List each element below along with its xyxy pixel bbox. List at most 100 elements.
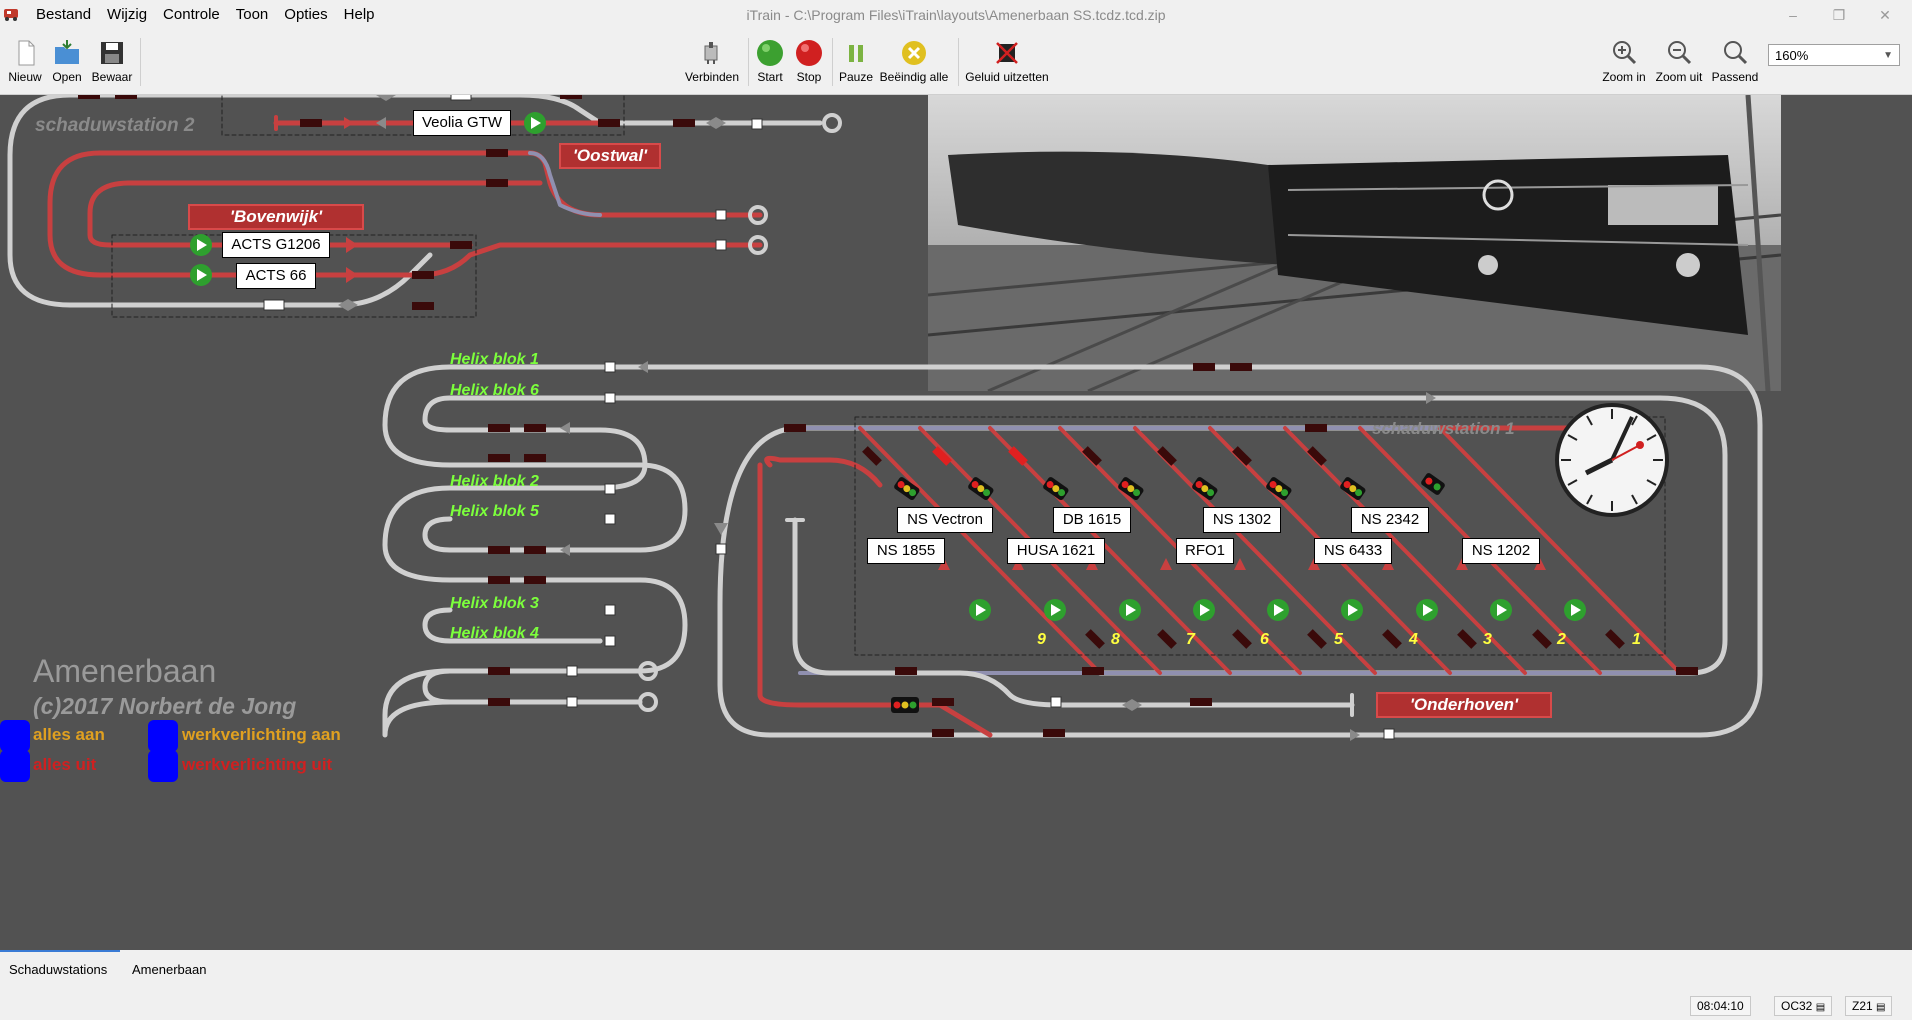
train-acts-66[interactable]: ACTS 66 <box>236 263 316 289</box>
menu-toon[interactable]: Toon <box>235 6 269 23</box>
train-ns-vectron[interactable]: NS Vectron <box>897 507 993 533</box>
train-ns-1202[interactable]: NS 1202 <box>1462 538 1540 564</box>
train-acts-g1206[interactable]: ACTS G1206 <box>222 232 330 258</box>
all-on-button[interactable] <box>0 720 30 752</box>
menu-help[interactable]: Help <box>343 6 375 23</box>
status-bar: 08:04:10 OC32 ▤ Z21 ▤ <box>0 990 1912 1020</box>
track-outer-loop-s2 <box>7 95 433 308</box>
train-husa-1621[interactable]: HUSA 1621 <box>1007 538 1105 564</box>
train-ns-1302[interactable]: NS 1302 <box>1203 507 1281 533</box>
status-oc32[interactable]: OC32 ▤ <box>1774 996 1833 1016</box>
end-all-button[interactable]: Beëindig alle <box>878 38 950 84</box>
new-label: Nieuw <box>8 70 42 84</box>
menu-wijzig[interactable]: Wijzig <box>107 6 148 23</box>
zoom-out-label: Zoom uit <box>1655 70 1703 84</box>
maximize-button[interactable]: ❐ <box>1832 7 1846 23</box>
track-s1-entry <box>764 455 883 488</box>
toolbar: Nieuw Open Bewaar Verbinden Start Stop <box>0 30 1912 95</box>
zoom-in-icon <box>1613 41 1637 65</box>
mute-sound-button[interactable]: Geluid uitzetten <box>962 38 1052 84</box>
stop-button[interactable]: Stop <box>791 38 827 84</box>
start-button[interactable]: Start <box>752 38 788 84</box>
signal-lights[interactable] <box>891 472 1446 713</box>
track-number: 5 <box>1334 631 1343 648</box>
helix-block-label: Helix blok 6 <box>450 382 539 399</box>
track-number: 1 <box>1632 631 1641 648</box>
oostwal-label: 'Oostwal' <box>559 143 661 169</box>
train-db-1615[interactable]: DB 1615 <box>1053 507 1131 533</box>
block-markers <box>78 95 1698 737</box>
menu-controle[interactable]: Controle <box>163 6 220 23</box>
helix-block-label: Helix blok 4 <box>450 625 539 642</box>
work-light-on-button[interactable] <box>148 720 178 752</box>
layout-tabs: Schaduwstations Amenerbaan <box>0 950 1912 990</box>
track-s2-inner-2 <box>47 150 763 278</box>
track-helix-5 <box>422 516 603 644</box>
all-off-button[interactable] <box>0 750 30 782</box>
track-number: 6 <box>1260 631 1269 648</box>
zoom-level-value: 160% <box>1775 48 1809 63</box>
onderhoven-label: 'Onderhoven' <box>1376 692 1552 718</box>
zoom-in-button[interactable]: Zoom in <box>1600 38 1648 84</box>
chevron-down-icon: ▼ <box>1883 50 1893 61</box>
track-end-circle <box>822 113 842 133</box>
layout-canvas[interactable]: schaduwstation 2 schaduwstation 1 'Oostw… <box>0 95 1912 950</box>
train-veolia-gtw[interactable]: Veolia GTW <box>413 110 511 136</box>
new-button[interactable]: Nieuw <box>6 38 44 84</box>
zoom-out-button[interactable]: Zoom uit <box>1654 38 1704 84</box>
helix-block-label: Helix blok 3 <box>450 595 539 612</box>
train-ns-2342[interactable]: NS 2342 <box>1351 507 1429 533</box>
work-light-off-button[interactable] <box>148 750 178 782</box>
menu-bestand[interactable]: Bestand <box>36 6 92 23</box>
start-play-icons[interactable] <box>190 112 1586 621</box>
pause-button[interactable]: Pauze <box>836 38 876 84</box>
stop-label: Stop <box>796 70 822 84</box>
helix-block-label: Helix blok 1 <box>450 351 539 368</box>
direction-arrows-grey <box>338 95 1436 741</box>
mute-sound-icon <box>996 42 1018 64</box>
tab-schaduwstations[interactable]: Schaduwstations <box>9 962 108 977</box>
track-helix-4 <box>422 668 643 705</box>
track-end-circle <box>638 692 658 712</box>
menu-opties[interactable]: Opties <box>284 6 328 23</box>
track-number: 9 <box>1037 631 1046 648</box>
end-all-label: Beëindig alle <box>879 70 949 84</box>
track-end-circle <box>638 661 658 681</box>
open-button[interactable]: Open <box>48 38 86 84</box>
title-bar: Bestand Wijzig Controle Toon Opties Help… <box>0 0 1912 30</box>
train-ns-6433[interactable]: NS 6433 <box>1314 538 1392 564</box>
minimize-button[interactable]: – <box>1789 7 1797 23</box>
track-s2-exit <box>517 95 823 126</box>
track-end-circle <box>748 235 768 255</box>
fit-label: Passend <box>1711 70 1759 84</box>
close-button[interactable]: ✕ <box>1879 7 1891 23</box>
sensor-markers <box>263 95 1395 740</box>
train-ns-1855[interactable]: NS 1855 <box>867 538 945 564</box>
status-time: 08:04:10 <box>1690 996 1751 1016</box>
tab-amenerbaan[interactable]: Amenerbaan <box>132 962 207 977</box>
helix-block-label: Helix blok 2 <box>450 473 539 490</box>
train-rfo1[interactable]: RFO1 <box>1176 538 1234 564</box>
fan-block-markers <box>862 446 1625 649</box>
track-helix-2 <box>382 462 688 674</box>
status-oc32-label: OC32 <box>1781 999 1813 1013</box>
fit-zoom-icon <box>1724 41 1748 65</box>
track-s1-left-red <box>757 462 993 738</box>
status-z21-label: Z21 <box>1852 999 1873 1013</box>
zoom-in-label: Zoom in <box>1602 70 1646 84</box>
work-light-on-label: werkverlichting aan <box>182 725 341 744</box>
status-z21[interactable]: Z21 ▤ <box>1845 996 1893 1016</box>
start-label: Start <box>757 70 783 84</box>
bovenwijk-label: 'Bovenwijk' <box>188 204 364 230</box>
toolbar-separator <box>748 38 749 86</box>
save-button[interactable]: Bewaar <box>90 38 134 84</box>
interface-icon: ▤ <box>1876 1002 1886 1013</box>
open-label: Open <box>52 70 82 84</box>
connect-button[interactable]: Verbinden <box>682 38 742 84</box>
zoom-level-select[interactable]: 160% ▼ <box>1768 44 1900 66</box>
track-number: 2 <box>1557 631 1566 648</box>
save-disk-icon <box>101 42 123 64</box>
layout-copyright: (c)2017 Norbert de Jong <box>33 693 297 719</box>
fit-button[interactable]: Passend <box>1710 38 1760 84</box>
pause-label: Pauze <box>838 70 874 84</box>
